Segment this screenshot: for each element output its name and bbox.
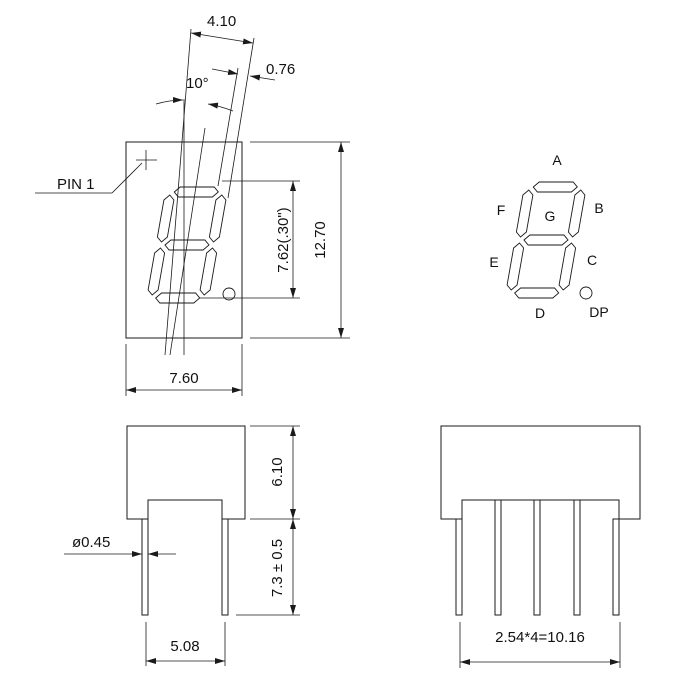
segment-label-c: C: [587, 252, 597, 268]
dim-pin-length: 7.3 ± 0.5: [269, 539, 286, 597]
segment-label-a: A: [552, 152, 562, 168]
segment-a: [532, 181, 578, 193]
segment-d: [514, 287, 560, 299]
segment-label-dp: DP: [589, 304, 608, 320]
slant-center-line: [169, 127, 206, 356]
angle-arrow-right: [207, 102, 234, 112]
dim-pin-pitch: 2.54*4=10.16: [495, 629, 585, 646]
front-digit: [147, 186, 227, 304]
pin-view-body-outline: [440, 425, 641, 520]
segment-e: [506, 242, 525, 291]
dim-segment-width: 0.76: [266, 61, 295, 78]
segment-label-g: G: [545, 208, 556, 224]
segment-label-e: E: [489, 254, 498, 270]
segment-c: [199, 247, 218, 296]
segment-edge-line: [217, 67, 239, 187]
pin: [455, 518, 463, 616]
dim-row-spacing: 5.08: [170, 638, 199, 655]
dim-body-width: 7.60: [169, 370, 198, 387]
segment-map: A B C D E F G DP: [489, 152, 608, 321]
segment-f: [156, 194, 175, 243]
slant-reference-line: [164, 28, 192, 356]
front-view: 4.10 0.76 10° PIN 1 7.62(.30") 12.70 7.6…: [35, 13, 350, 396]
segment-e: [147, 247, 166, 296]
pin: [533, 499, 541, 616]
dim-body-depth: 6.10: [269, 457, 286, 486]
segment-d: [155, 292, 201, 304]
dim-segment-pitch-line: [190, 31, 254, 45]
dim-segment-pitch: 4.10: [207, 13, 236, 30]
side-pin: [141, 518, 149, 616]
segment-map-decimal-point: [579, 286, 593, 300]
pin: [494, 499, 502, 616]
slant-angle-label: 10°: [186, 75, 209, 92]
dim-pin-diameter: ø0.45: [72, 534, 110, 551]
front-decimal-point: [222, 287, 236, 301]
side-body-outline: [126, 425, 246, 520]
pin-row: [455, 499, 620, 616]
side-view: 6.10 7.3 ± 0.5 ø0.45 5.08: [64, 425, 300, 666]
segment-g: [523, 234, 569, 246]
dim-segment-width-arrow-left: [211, 68, 239, 76]
segment-a: [173, 186, 219, 198]
dim-body-height: 12.70: [312, 221, 329, 259]
segment-f: [515, 189, 534, 238]
side-pin: [221, 518, 229, 616]
segment-label-f: F: [497, 202, 506, 218]
pin-view: 2.54*4=10.16: [440, 425, 641, 668]
segment-b: [567, 189, 586, 238]
pin1-label: PIN 1: [57, 176, 95, 193]
dim-segment-width-arrow-right: [249, 74, 276, 81]
segment-c: [558, 242, 577, 291]
segment-label-b: B: [594, 200, 603, 216]
segment-label-d: D: [535, 305, 545, 321]
pin: [573, 499, 581, 616]
segment-map-digit: [506, 181, 586, 299]
angle-arrow-left: [155, 97, 184, 105]
dim-digit-height: 7.62(.30"): [275, 207, 292, 272]
segment-edge-line: [227, 37, 255, 199]
pin1-leader: [35, 162, 143, 194]
segment-b: [208, 194, 227, 243]
pin: [612, 518, 620, 616]
